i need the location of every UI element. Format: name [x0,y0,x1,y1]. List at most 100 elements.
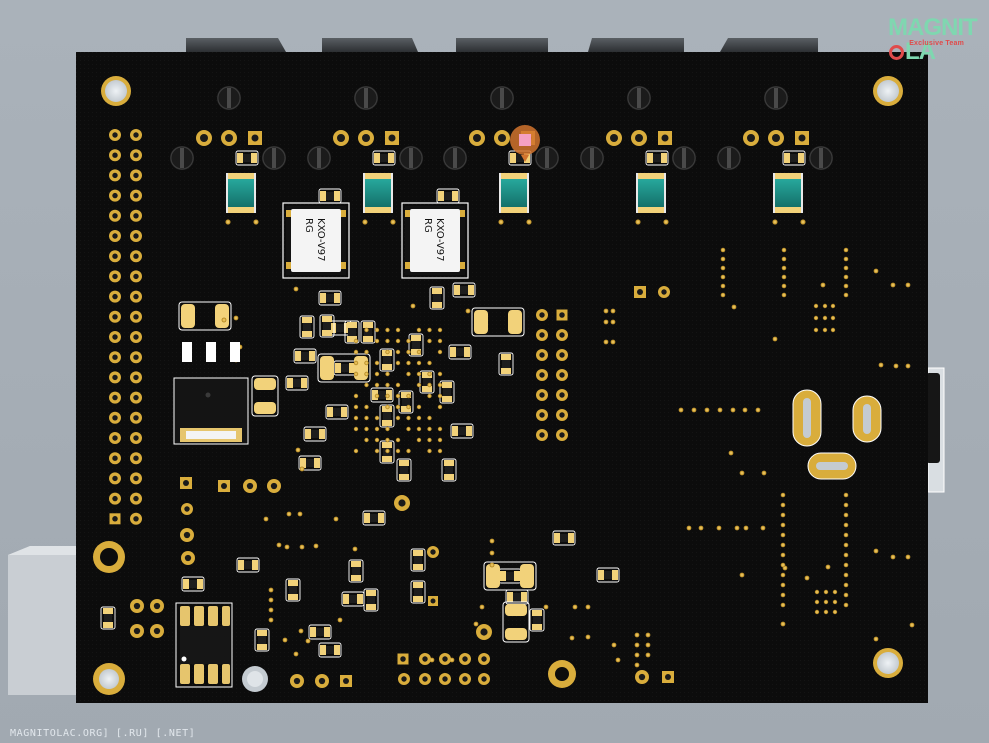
via [427,426,432,432]
via [416,360,422,366]
capacitor-pad [228,207,254,213]
pad-hole [422,676,428,682]
via [760,525,766,531]
capacitor-pad [501,173,527,179]
smd-pad [314,458,320,468]
via [282,637,288,643]
smd-body [433,294,441,302]
via [813,315,819,321]
via [364,360,369,366]
via [268,607,274,613]
via [427,382,432,388]
smd-pad [374,153,380,163]
pad-hole [112,495,118,502]
smd-outline [285,375,309,391]
soic-chip[interactable] [175,602,233,688]
smd-pad [521,592,527,602]
smd-pad [568,533,574,543]
smd-pad [432,288,442,294]
via [686,525,692,531]
via [843,592,849,598]
via [437,382,443,388]
pad-hole [481,676,487,682]
smd-outline [782,150,806,166]
via [905,554,911,560]
via [761,470,767,476]
via [635,219,641,225]
smd-pad [454,285,460,295]
smd-outline [344,320,360,344]
via [585,634,591,640]
via [385,327,390,333]
via [473,621,479,627]
pad-hole [661,289,667,295]
smd-pad [347,336,357,342]
smd-outline [410,580,426,604]
connector-pin-slot [819,148,823,168]
smd-outline [450,423,474,439]
connector-pin-slot [500,88,504,108]
smd-outline [379,348,395,372]
smd-pad [411,335,421,341]
pad-hole [401,676,407,682]
highlighted-component[interactable] [510,125,540,162]
smd-body [326,294,334,302]
via [406,360,411,366]
via [406,448,411,454]
pad-hole [133,627,141,635]
smd-outline [303,426,327,442]
smd-pad [372,390,378,400]
smd-pad [363,322,373,328]
via [353,371,359,377]
via [353,448,359,454]
smd-pad [347,322,357,328]
via [374,360,380,366]
via [780,582,786,588]
connector-pin-slot [272,148,276,168]
via [634,632,640,638]
smd-pad [413,550,423,556]
pad-hole [133,132,139,138]
via [814,609,820,615]
pad-hole [133,334,139,340]
pad-hole [539,412,545,418]
pad-hole [661,134,669,142]
via [353,393,359,399]
smd-pad [327,407,333,417]
via [385,338,390,344]
via [822,327,828,333]
smd-body [349,595,357,603]
via [498,219,504,225]
pad-hole [473,134,481,142]
smd-body [348,328,356,336]
via [585,604,591,610]
via [427,393,432,399]
via [780,502,786,508]
via [610,319,616,325]
via [843,552,849,558]
smd-pad [413,582,423,588]
via [374,448,380,454]
pad-hole [362,134,370,142]
oscillator-1[interactable]: KXO-V97 RG [282,202,350,279]
smd-outline [298,455,322,471]
capacitor-pad [228,173,254,179]
smd-body [289,586,297,594]
oscillator-2[interactable]: KXO-V97 RG [401,202,469,279]
smd-body [412,341,420,349]
via [909,622,915,628]
smd-outline [441,458,457,482]
pad-hole [398,499,406,507]
smd-body [380,154,388,162]
smd-outline [254,628,270,652]
power-regulator-chip[interactable] [173,342,249,445]
smd-body [326,646,334,654]
pad-hole [559,312,565,318]
pad-hole [112,334,118,340]
via [843,512,849,518]
via [704,407,710,413]
via [416,371,422,377]
smd-outline [498,352,514,376]
smd-pad [411,349,421,355]
